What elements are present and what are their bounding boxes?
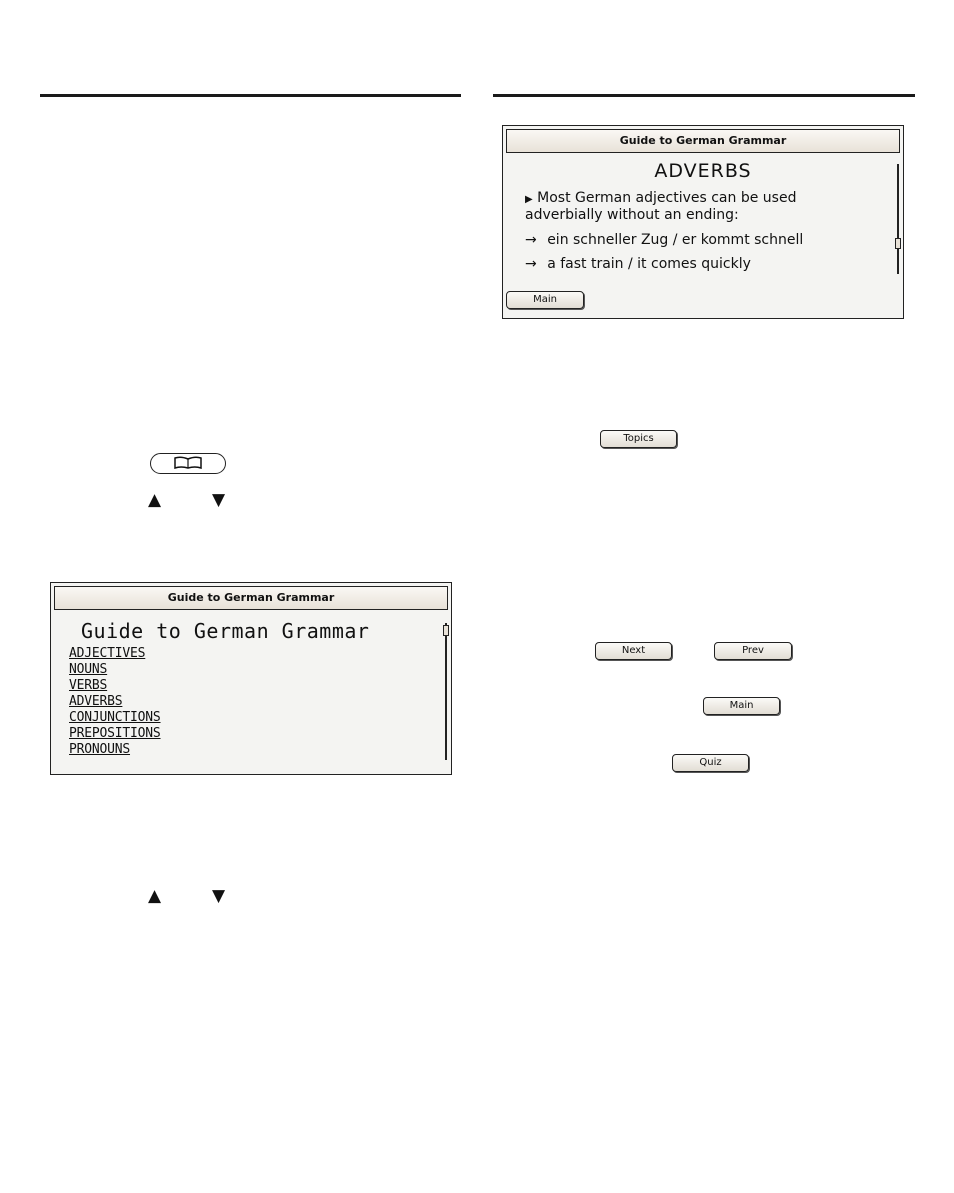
adverbs-line1: Most German adjectives can be used xyxy=(537,190,797,206)
adverbs-text-line1: ▶ Most German adjectives can be used xyxy=(525,190,796,208)
arrow-right-icon: → xyxy=(525,256,537,272)
window-title: Guide to German Grammar xyxy=(506,129,900,153)
scrollbar-thumb[interactable] xyxy=(895,238,901,249)
menu-item-nouns[interactable]: NOUNS xyxy=(69,662,108,677)
main-button[interactable]: Main xyxy=(506,291,584,309)
example-german: ein schneller Zug / er kommt schnell xyxy=(547,232,804,248)
window-title: Guide to German Grammar xyxy=(54,586,448,610)
down-arrow-key[interactable]: ▼ xyxy=(212,886,226,906)
menu-item-adverbs[interactable]: ADVERBS xyxy=(69,694,123,709)
next-button[interactable]: Next xyxy=(595,642,672,660)
example-english: a fast train / it comes quickly xyxy=(547,256,751,272)
up-arrow-key[interactable]: ▲ xyxy=(148,490,162,510)
topics-button[interactable]: Topics xyxy=(600,430,677,448)
menu-item-verbs[interactable]: VERBS xyxy=(69,678,108,693)
prev-button[interactable]: Prev xyxy=(714,642,792,660)
up-arrow-key[interactable]: ▲ xyxy=(148,886,162,906)
adverbs-line2: adverbially without an ending: xyxy=(525,207,739,223)
arrow-right-icon: → xyxy=(525,232,537,248)
menu-item-conjunctions[interactable]: CONJUNCTIONS xyxy=(69,710,161,725)
menu-item-pronouns[interactable]: PRONOUNS xyxy=(69,742,131,757)
quiz-button[interactable]: Quiz xyxy=(672,754,749,772)
left-header-rule xyxy=(40,94,461,97)
scrollbar[interactable] xyxy=(445,623,447,760)
bullet-icon: ▶ xyxy=(525,194,533,205)
menu-item-adjectives[interactable]: ADJECTIVES xyxy=(69,646,146,661)
adverbs-screen: Guide to German Grammar ADVERBS ▶ Most G… xyxy=(502,125,904,319)
scrollbar-thumb[interactable] xyxy=(443,625,449,636)
main-button[interactable]: Main xyxy=(703,697,780,715)
grammar-menu-screen: Guide to German Grammar Guide to German … xyxy=(50,582,452,775)
open-book-icon xyxy=(174,456,202,470)
scrollbar[interactable] xyxy=(897,164,899,274)
book-key[interactable] xyxy=(150,453,226,474)
right-header-rule xyxy=(493,94,915,97)
adverbs-heading: ADVERBS xyxy=(654,160,752,182)
menu-item-prepositions[interactable]: PREPOSITIONS xyxy=(69,726,161,741)
example-german-row: → ein schneller Zug / er kommt schnell xyxy=(525,232,803,249)
menu-heading: Guide to German Grammar xyxy=(81,619,370,643)
example-english-row: → a fast train / it comes quickly xyxy=(525,256,751,273)
down-arrow-key[interactable]: ▼ xyxy=(212,490,226,510)
